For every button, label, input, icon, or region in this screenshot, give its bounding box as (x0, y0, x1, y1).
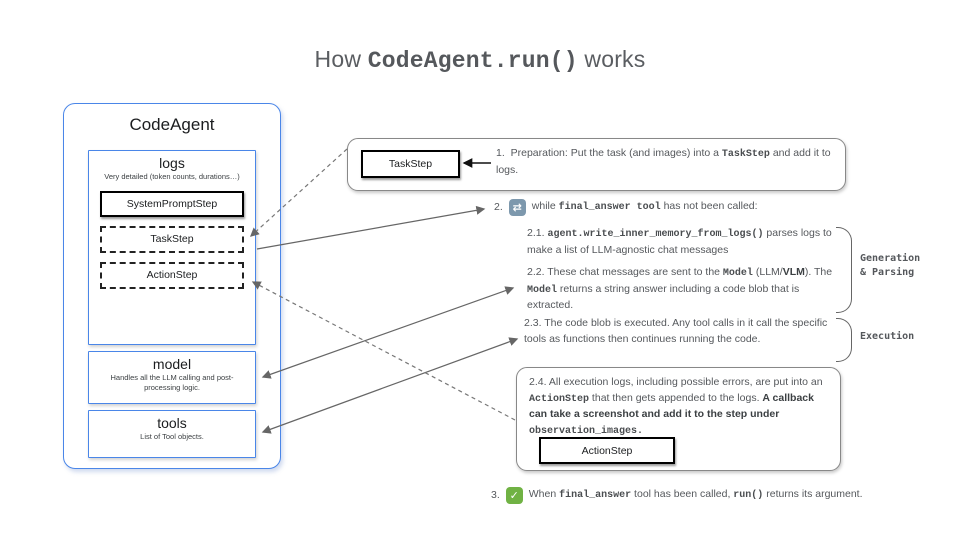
step22-seg4: returns a string answer including a code… (527, 282, 800, 312)
step2-seg2: has not been called: (660, 200, 758, 213)
step3-code1: final_answer (559, 490, 632, 502)
task-step-chip-annotation: TaskStep (361, 150, 460, 178)
step3-seg2: tool has been called, (631, 488, 734, 501)
step3-line: 3. ✓ When final_answer tool has been cal… (491, 487, 863, 504)
step2-line: 2. ⇄ while final_answer tool has not bee… (494, 199, 758, 216)
system-prompt-step-label: SystemPromptStep (126, 197, 218, 210)
step21-22-block: 2.1. agent.write_inner_memory_from_logs(… (527, 226, 841, 321)
step3-text: When final_answer tool has been called, … (529, 487, 863, 504)
tools-subtitle: List of Tool objects. (140, 432, 204, 441)
step24-text: 2.4. All execution logs, including possi… (529, 375, 829, 439)
step3-seg1: When (528, 488, 560, 501)
title-code: CodeAgent.run() (367, 48, 578, 74)
arrow-taskstep-to-step2 (256, 205, 486, 250)
step24-bold1: A callback can take a screenshot and add… (529, 391, 814, 421)
logs-box: logs Very detailed (token counts, durati… (88, 150, 256, 345)
model-box: model Handles all the LLM calling and po… (88, 351, 256, 404)
task-step-chip: TaskStep (100, 225, 244, 253)
arrow-model-to-step22 (261, 286, 515, 379)
codeagent-title: CodeAgent (129, 115, 215, 134)
arrow-step24-to-actionstep (251, 281, 516, 421)
step22-code1: Model (722, 268, 753, 279)
step21-text: 2.1. agent.write_inner_memory_from_logs(… (527, 226, 841, 258)
step2-text: while final_answer tool has not been cal… (532, 199, 758, 216)
title-post: works (577, 46, 646, 72)
step3-number: 3. (491, 488, 500, 501)
step23-block: 2.3. The code blob is executed. Any tool… (524, 316, 842, 354)
tools-title: tools (157, 415, 187, 431)
step3-code2: run() (733, 490, 764, 502)
step24-seg2: that then gets appended to the logs. (589, 391, 763, 404)
check-icon: ✓ (505, 487, 523, 504)
model-subtitle: Handles all the LLM calling and post-pro… (110, 373, 234, 392)
task-step-annotation-label: TaskStep (388, 158, 433, 170)
step1-seg1: Preparation: Put the task (and images) i… (510, 147, 722, 159)
page-title: How CodeAgent.run() works (0, 46, 960, 74)
action-step-annotation-label: ActionStep (581, 444, 633, 457)
execution-label: Execution (860, 331, 915, 342)
step2-seg1: while (531, 200, 559, 213)
step24-seg1: 2.4. All execution logs, including possi… (529, 376, 823, 388)
step22-seg3: ). The (804, 266, 833, 278)
arrow-tools-to-step23 (261, 337, 519, 434)
step23-text: 2.3. The code blob is executed. Any tool… (524, 317, 828, 345)
step24-box: 2.4. All execution logs, including possi… (516, 367, 841, 471)
codeagent-box: CodeAgent logs Very detailed (token coun… (63, 103, 281, 469)
step21-seg1: 2.1. (527, 227, 548, 239)
step1-number: 1. (496, 147, 505, 159)
generation-label-line1: Generation (860, 253, 921, 264)
generation-bracket (836, 227, 852, 313)
step3-seg3: returns its argument. (763, 488, 863, 501)
repeat-icon: ⇄ (508, 199, 526, 216)
step22-text: 2.2. These chat messages are sent to the… (527, 265, 841, 314)
title-pre: How (314, 46, 368, 72)
system-prompt-step-chip: SystemPromptStep (100, 190, 244, 217)
step2-code1: final_answer tool (558, 202, 661, 214)
logs-title: logs (159, 155, 185, 171)
step21-seg2: parses logs to make a list of LLM-agnost… (527, 227, 832, 256)
model-title: model (152, 356, 192, 372)
step1-code1: TaskStep (721, 149, 770, 160)
generation-parsing-label: Generation & Parsing (860, 252, 920, 280)
action-step-label: ActionStep (146, 269, 198, 281)
step1-box: TaskStep 1. Preparation: Put the task (a… (347, 138, 846, 191)
step22-bold1: VLM (782, 266, 805, 278)
step1-seg2: and add it to logs. (496, 147, 831, 176)
tools-box: tools List of Tool objects. (88, 410, 256, 458)
logs-subtitle: Very detailed (token counts, durations…) (104, 172, 240, 181)
step24-codebold1: observation_images. (529, 425, 644, 437)
action-step-chip-annotation: ActionStep (539, 437, 675, 464)
execution-bracket (836, 318, 852, 362)
action-step-chip: ActionStep (100, 261, 244, 289)
task-step-label: TaskStep (150, 233, 194, 245)
step24-code1: ActionStep (529, 393, 590, 405)
step21-code1: agent.write_inner_memory_from_logs() (547, 229, 764, 240)
generation-label-line2: & Parsing (860, 267, 915, 278)
step1-text: 1. Preparation: Put the task (and images… (496, 146, 841, 178)
step22-code2: Model (527, 284, 558, 296)
step2-number: 2. (494, 200, 503, 213)
step22-seg2: (LLM/ (752, 266, 783, 278)
step22-seg1: 2.2. These chat messages are sent to the (527, 266, 723, 278)
